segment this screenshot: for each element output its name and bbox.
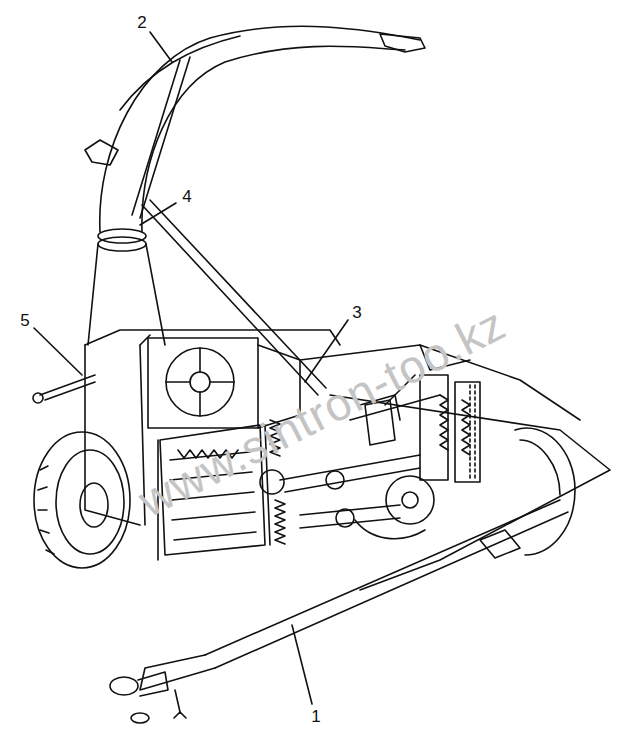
callout-number: 1 <box>309 707 322 726</box>
callout-number: 3 <box>350 303 363 322</box>
callout-number: 5 <box>18 311 31 330</box>
callout-number: 2 <box>135 13 148 32</box>
callout-number: 4 <box>180 187 193 206</box>
